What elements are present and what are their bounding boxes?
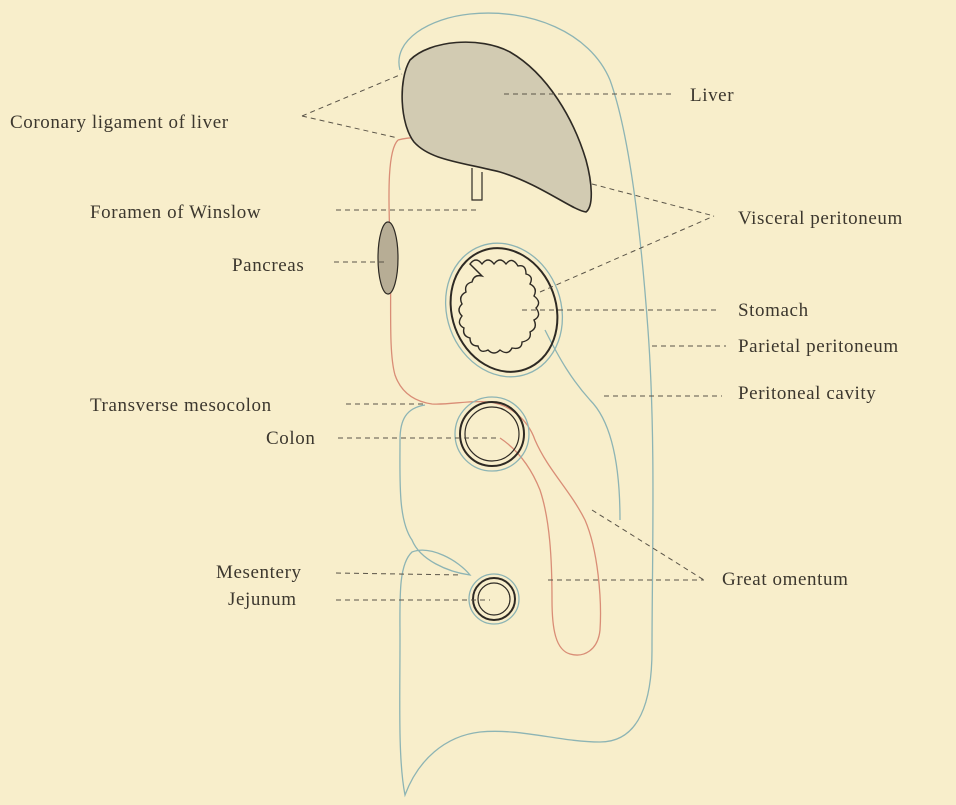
label-colon: Colon: [266, 428, 315, 449]
liver-shape: [402, 42, 591, 212]
label-mesentery: Mesentery: [216, 562, 302, 583]
leader-visceral-liver: [592, 184, 714, 216]
parietal-peritoneum-inner-loop: [545, 330, 620, 520]
leader-visceral-stomach: [540, 216, 714, 292]
leader-omentum-upper: [592, 510, 704, 580]
leader-mesentery: [336, 573, 462, 575]
label-pancreas: Pancreas: [232, 255, 304, 276]
label-parietal-peritoneum: Parietal peritoneum: [738, 336, 899, 357]
label-great-omentum: Great omentum: [722, 569, 849, 590]
jejunum-outer-peritoneum: [469, 574, 519, 624]
pancreas-shape: [378, 222, 398, 294]
label-foramen-of-winslow: Foramen of Winslow: [90, 202, 261, 223]
label-visceral-peritoneum: Visceral peritoneum: [738, 208, 903, 229]
stomach-mucosa: [459, 260, 539, 353]
label-transverse-mesocolon: Transverse mesocolon: [90, 395, 272, 416]
label-liver: Liver: [690, 85, 734, 106]
lesser-omentum-stalk: [472, 168, 482, 200]
label-peritoneal-cavity: Peritoneal cavity: [738, 383, 876, 404]
leader-coronary-lower: [302, 116, 398, 138]
jejunum-lumen: [478, 583, 510, 615]
label-jejunum: Jejunum: [228, 589, 297, 610]
colon-outer-peritoneum: [455, 397, 529, 471]
label-stomach: Stomach: [738, 300, 809, 321]
colon-lumen: [465, 407, 519, 461]
label-coronary-ligament: Coronary ligament of liver: [10, 112, 229, 133]
leader-coronary-upper: [302, 74, 402, 116]
jejunum-wall: [473, 578, 515, 620]
colon-wall: [460, 402, 524, 466]
